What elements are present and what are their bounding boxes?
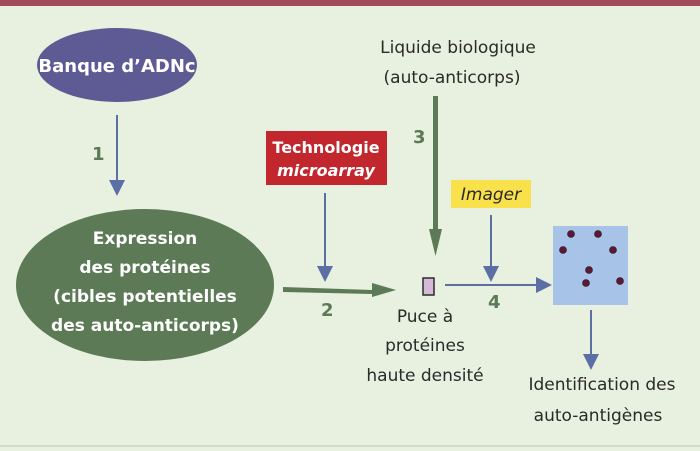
top-bar [0, 0, 700, 6]
liquide-line-1: Liquide biologique [380, 38, 536, 58]
step-2-label: 2 [321, 300, 334, 321]
expression-ellipse [16, 209, 274, 361]
identification-line-1: Identification des [529, 375, 676, 395]
expression-line-1: Expression [93, 229, 198, 249]
array-spot [609, 246, 617, 254]
puce-line-1: Puce à [397, 307, 453, 327]
array-spot [594, 230, 602, 238]
expression-line-2: des protéines [79, 258, 210, 278]
arrow-2 [283, 283, 396, 297]
array-spots [559, 230, 624, 287]
array-spot [567, 230, 575, 238]
imager-box [451, 180, 531, 208]
imager-label: Imager [461, 185, 522, 205]
banque-label: Banque d’ADNc [38, 56, 195, 77]
array-spot [616, 277, 624, 285]
technologie-line-2: microarray [277, 161, 375, 180]
array-result [553, 226, 628, 305]
liquide-line-2: (auto-anticorps) [384, 68, 521, 88]
technologie-line-1: Technologie [272, 138, 379, 157]
technologie-box [266, 131, 387, 185]
array-spot [582, 279, 590, 287]
arrow-3 [429, 96, 442, 256]
banque-ellipse [37, 28, 197, 102]
array-spot [585, 266, 593, 274]
puce-line-3: haute densité [366, 366, 483, 386]
expression-line-3: (cibles potentielles [53, 287, 237, 307]
puce-chip [422, 277, 435, 296]
array-spot [559, 246, 567, 254]
puce-line-2: protéines [385, 336, 465, 356]
step-1-label: 1 [92, 144, 105, 165]
step-4-label: 4 [488, 292, 501, 313]
step-3-label: 3 [413, 127, 426, 148]
expression-line-4: des auto-anticorps) [51, 316, 239, 336]
identification-line-2: auto-antigènes [534, 406, 663, 426]
